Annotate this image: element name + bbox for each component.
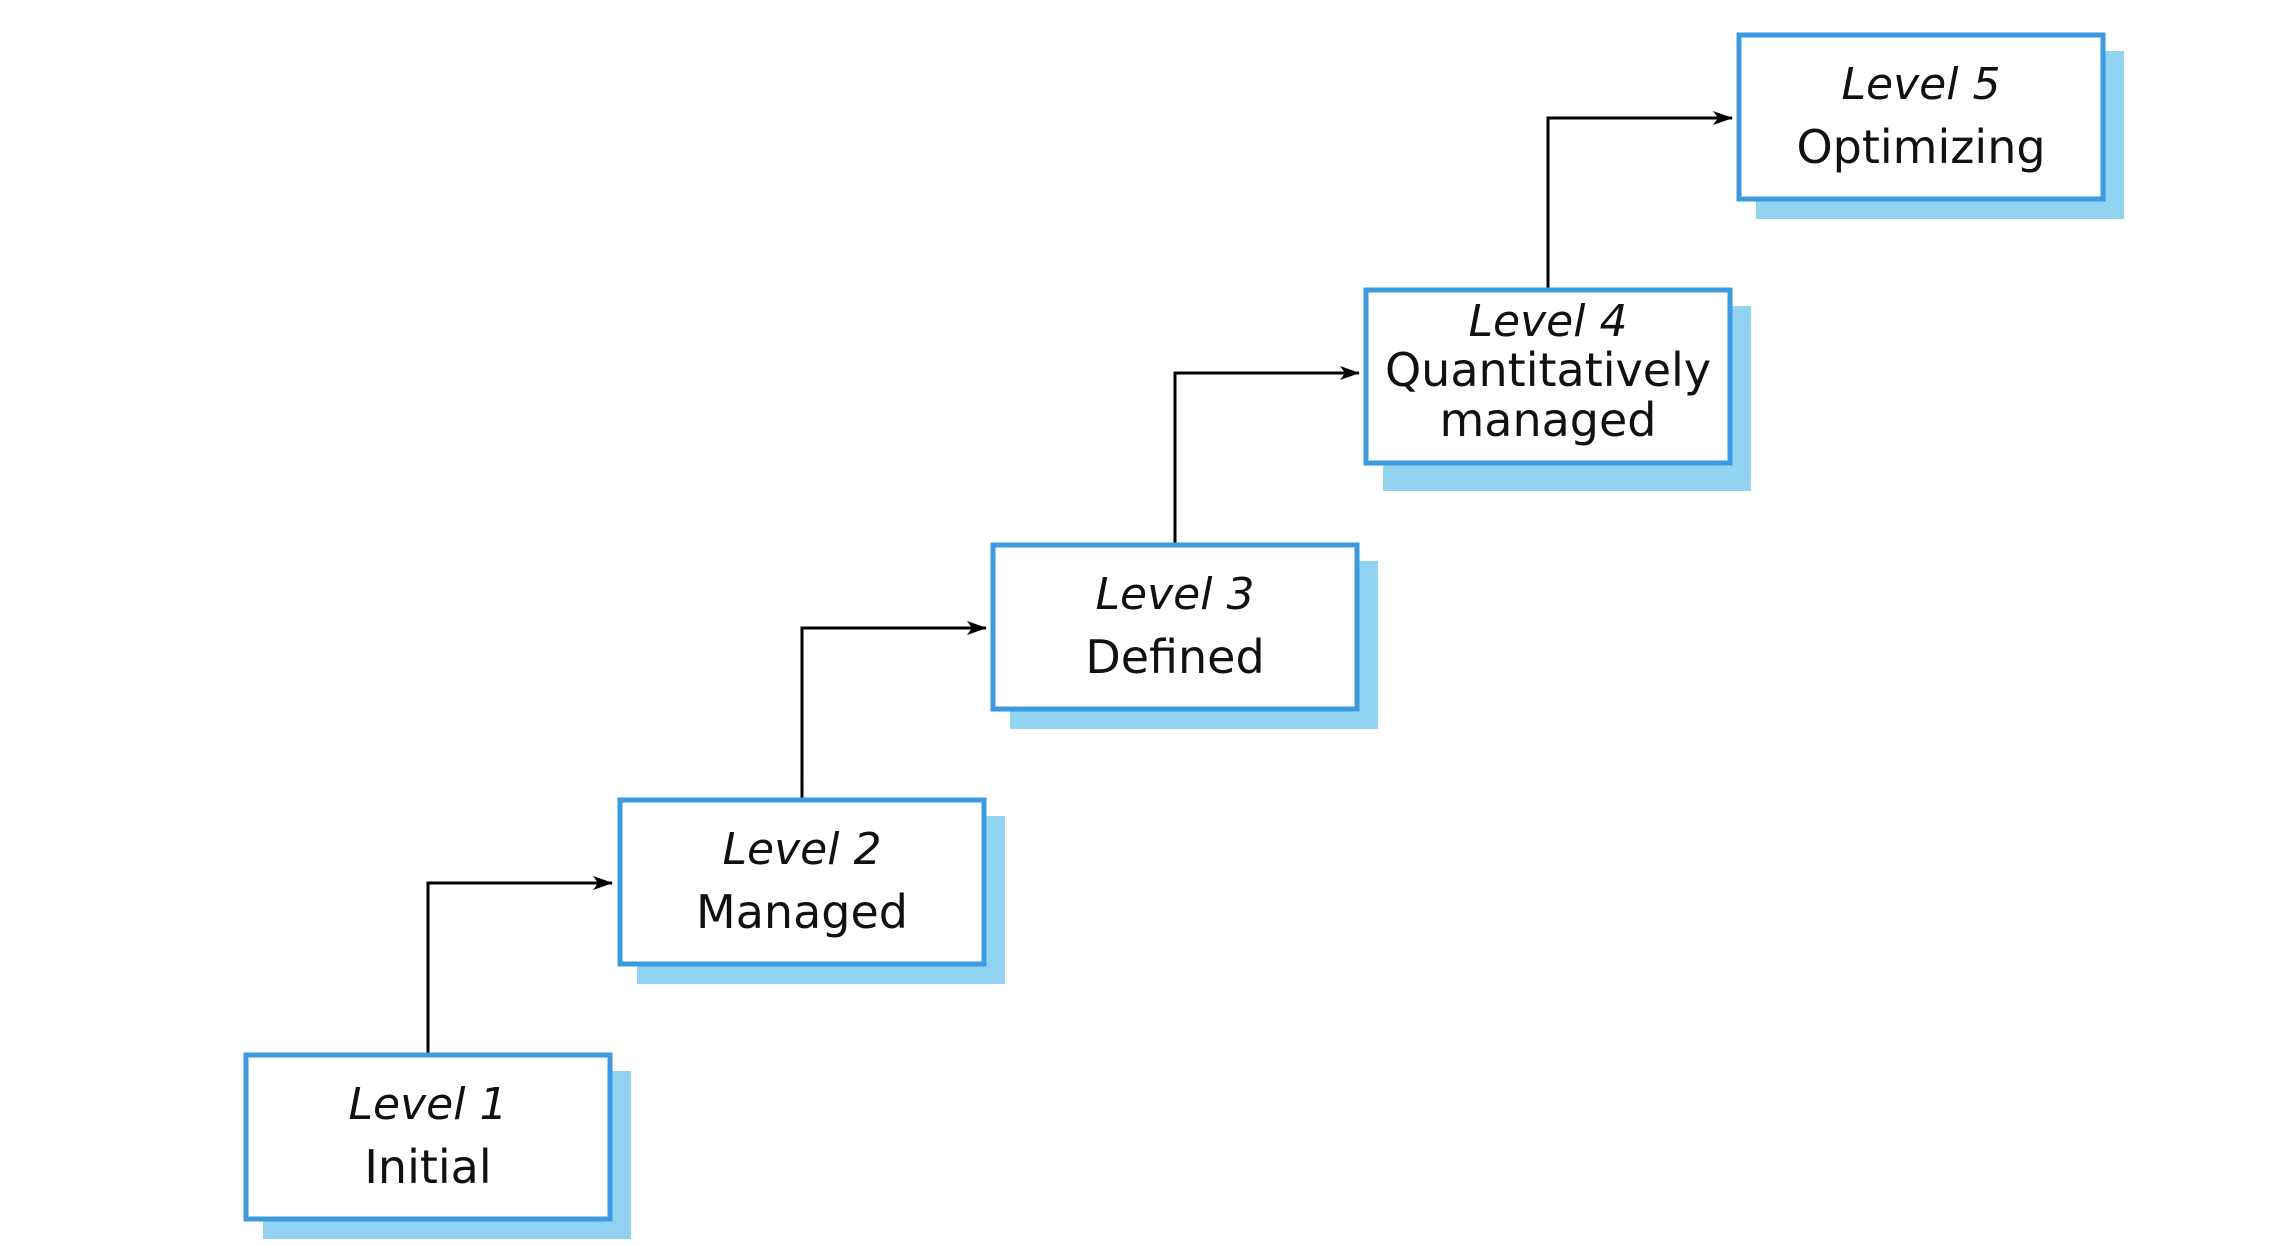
level-5-box: Level 5 Optimizing (1736, 32, 2124, 219)
level-2-number-label: Level 2 (723, 824, 882, 875)
level-3-box: Level 3 Defined (990, 542, 1378, 729)
connector-2-to-3 (800, 621, 987, 800)
level-4-box: Level 4 Quantitatively managed (1363, 287, 1751, 491)
level-1-box: Level 1 Initial (243, 1052, 631, 1239)
level-1-name: Initial (364, 1140, 491, 1194)
level-5-frame (1736, 32, 2106, 202)
level-3-name: Defined (1085, 630, 1264, 684)
level-1-number-label: Level 1 (349, 1079, 508, 1130)
level-5-name: Optimizing (1796, 120, 2045, 174)
level-3-number-label: Level 3 (1096, 569, 1255, 620)
connector-3-to-4 (1173, 366, 1360, 545)
level-2-frame (617, 797, 987, 967)
level-4-name-line-2: managed (1439, 393, 1656, 447)
connector-1-to-2 (426, 876, 613, 1055)
level-4-frame (1363, 287, 1733, 466)
level-3-frame (990, 542, 1360, 712)
level-5-number-label: Level 5 (1842, 59, 2001, 110)
level-2-box: Level 2 Managed (617, 797, 1005, 984)
level-2-name: Managed (696, 885, 908, 939)
level-1-frame (243, 1052, 613, 1222)
level-4-number-label: Level 4 (1469, 296, 1628, 347)
connector-4-to-5 (1546, 111, 1733, 290)
level-4-name-line-1: Quantitatively (1385, 343, 1711, 397)
